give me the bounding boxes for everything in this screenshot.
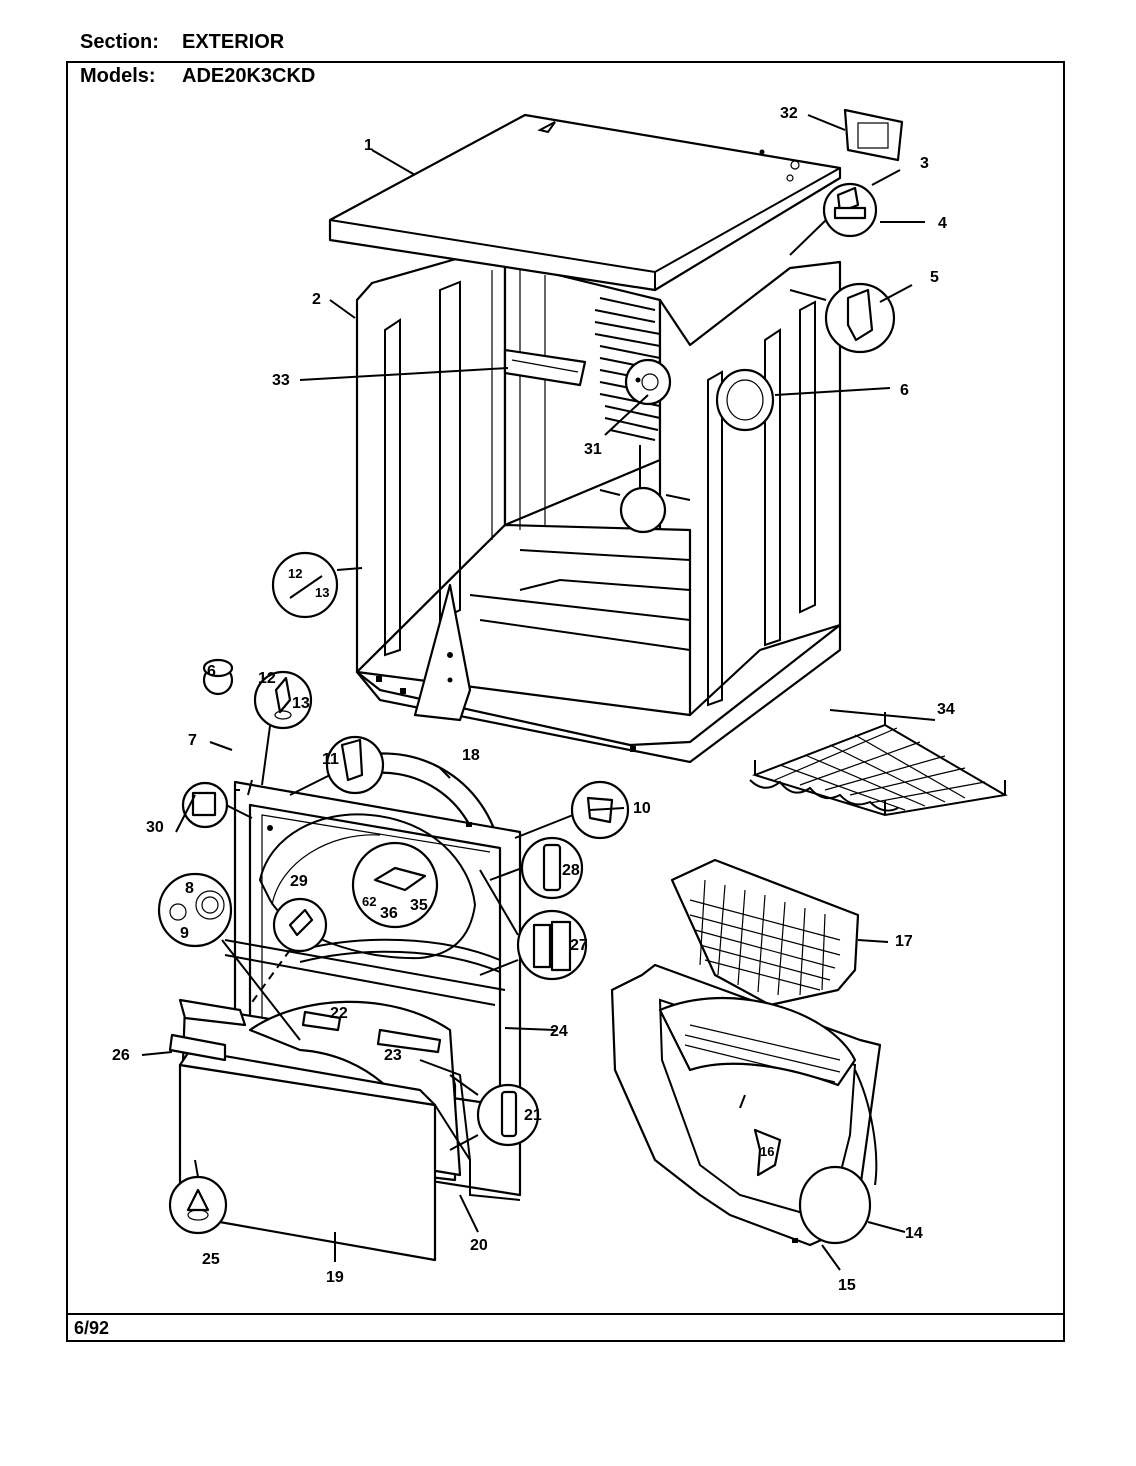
cabinet [355, 253, 842, 764]
door-panel [178, 998, 471, 1262]
revision-date: 6/92 [74, 1318, 110, 1338]
callout-30: 30 [146, 819, 164, 836]
callout-2: 2 [312, 291, 321, 308]
part-8-drum-seal [715, 368, 775, 432]
callout-16: 16 [760, 1144, 774, 1159]
back-panel-ribs [491, 268, 546, 540]
callout-62: 62 [362, 894, 376, 909]
callout-34: 34 [937, 701, 955, 718]
callout-circle-8-9 [157, 872, 233, 948]
bracket-33 [503, 348, 587, 387]
callout-18: 18 [462, 747, 480, 764]
callout-27: 27 [570, 937, 588, 954]
callout-13b: 13 [292, 695, 310, 712]
footer-divider [66, 1313, 1065, 1315]
callout-33: 33 [272, 372, 290, 389]
callout-23: 23 [384, 1047, 402, 1064]
callout-31: 31 [584, 441, 602, 458]
callout-7: 7 [188, 732, 197, 749]
part-22 [301, 1010, 342, 1032]
callout-4: 4 [938, 215, 947, 232]
drum-head [610, 858, 882, 1247]
callout-10: 10 [633, 800, 651, 817]
models-label: Models: [80, 65, 156, 87]
section-value: EXTERIOR [182, 31, 285, 53]
part-16 [753, 1128, 782, 1177]
callout-circle-12-13 [271, 551, 339, 619]
callout-6b: 6 [207, 663, 216, 680]
drum-bearing [798, 1165, 872, 1245]
front-support-bracket [413, 583, 472, 722]
callout-14: 14 [905, 1225, 923, 1242]
section-label: Section: [80, 31, 159, 53]
right-side-ribs [707, 300, 816, 707]
callout-13: 13 [315, 585, 329, 600]
part-31-circle [624, 358, 672, 406]
callout-17: 17 [895, 933, 913, 950]
door-opening [258, 813, 477, 960]
part-32-bracket [843, 108, 904, 162]
callout-numbers: 1 2 3 4 5 6 6 7 8 8 9 10 11 12 13 12 13 … [112, 105, 955, 1294]
callout-22: 22 [330, 1005, 348, 1022]
callout-5: 5 [930, 269, 939, 286]
models-header: Models: ADE20K3CKD [80, 65, 315, 88]
callout-12b: 12 [258, 670, 276, 687]
callout-19: 19 [326, 1269, 344, 1286]
exhaust-port [619, 486, 667, 534]
callout-6: 6 [900, 382, 909, 399]
callout-8: 8 [185, 880, 194, 897]
callout-36: 36 [380, 905, 398, 922]
leader-lines [141, 114, 936, 1271]
callout-20: 20 [470, 1237, 488, 1254]
callout-32: 32 [780, 105, 798, 122]
section-header: Section: EXTERIOR [80, 31, 284, 54]
drying-rack-34 [749, 712, 1008, 817]
callout-12: 12 [288, 566, 302, 581]
left-side-ribs [384, 280, 461, 657]
top-panel [328, 108, 904, 292]
callout-21: 21 [524, 1107, 542, 1124]
floor-braces [469, 549, 691, 651]
callout-15: 15 [838, 1277, 856, 1294]
callout-9: 9 [180, 925, 189, 942]
part-26-handle [168, 1033, 227, 1062]
callout-1: 1 [364, 137, 373, 154]
callout-35: 35 [410, 897, 428, 914]
part-23 [376, 1028, 442, 1054]
callout-28: 28 [562, 862, 580, 879]
callout-3: 3 [920, 155, 929, 172]
diagram-frame [66, 61, 1065, 1342]
handle-bracket [178, 998, 247, 1027]
callout-26: 26 [112, 1047, 130, 1064]
callout-25: 25 [202, 1251, 220, 1268]
callout-29: 29 [290, 873, 308, 890]
models-value: ADE20K3CKD [182, 65, 316, 87]
callout-24: 24 [550, 1023, 568, 1040]
callout-11: 11 [322, 751, 339, 768]
